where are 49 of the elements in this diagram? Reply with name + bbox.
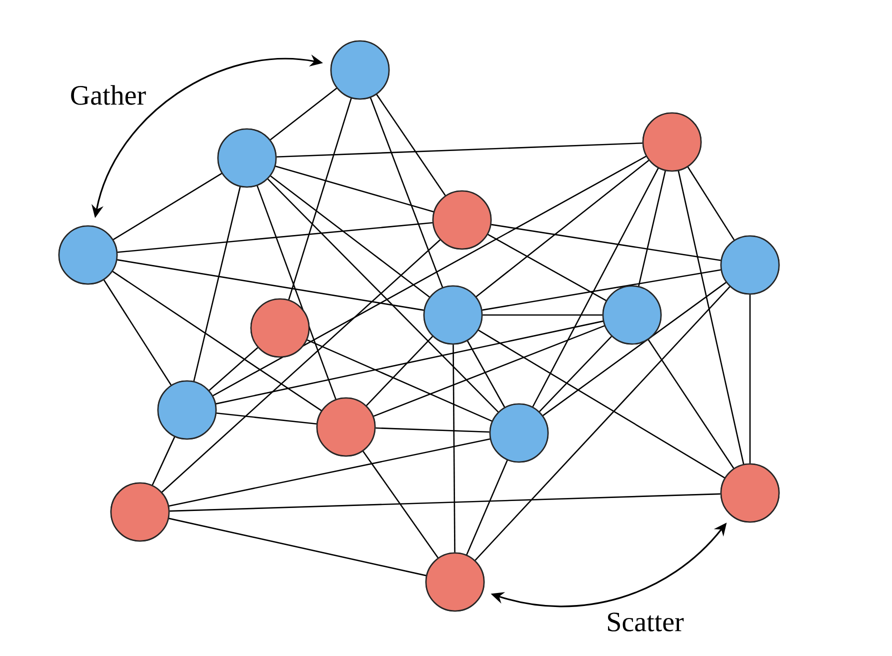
edge-line <box>276 142 642 158</box>
edge-line <box>162 239 440 493</box>
edge-line <box>476 160 650 298</box>
edge-line <box>216 412 317 424</box>
edge-line <box>275 166 434 212</box>
edge-label: Scatter <box>608 612 684 632</box>
edge-line <box>212 156 646 396</box>
edge-line <box>366 336 433 406</box>
edge-line <box>376 427 490 433</box>
edge-line <box>193 186 241 382</box>
edge-line <box>687 166 735 240</box>
edge-line <box>270 175 430 298</box>
edge-line <box>474 286 730 561</box>
edge-line <box>270 88 338 140</box>
edge-line <box>362 450 438 558</box>
edge-line <box>267 178 499 412</box>
edge-label: Gather <box>71 85 146 105</box>
edge-line <box>638 170 666 286</box>
edge-line <box>117 222 433 253</box>
edge-line <box>488 234 606 302</box>
edge-line <box>112 270 322 412</box>
edge-line <box>168 438 490 507</box>
edge-line <box>103 280 172 386</box>
edge-line <box>373 325 605 417</box>
edge-line <box>170 493 720 512</box>
edge-line <box>678 170 744 464</box>
edge-line <box>112 172 222 240</box>
edge-line <box>532 168 659 408</box>
edge-line <box>117 259 424 311</box>
edge-line <box>168 518 426 576</box>
edge-line <box>478 330 725 478</box>
edge-line <box>152 436 176 486</box>
edge-line <box>466 340 506 408</box>
edge-line <box>482 314 602 316</box>
edge-line <box>542 282 726 416</box>
edge-line <box>208 347 258 391</box>
edge-line <box>216 320 604 404</box>
edge-line <box>491 224 721 262</box>
edge-line <box>749 294 751 464</box>
edge-line <box>482 269 721 311</box>
edge-line <box>256 186 336 400</box>
edge-line <box>466 460 508 556</box>
edge-line <box>376 94 446 196</box>
edge-line <box>648 339 734 469</box>
edge-line <box>539 336 612 412</box>
edge-line <box>452 344 456 552</box>
edge-line <box>288 98 352 300</box>
edge-line <box>370 97 444 288</box>
edge-line <box>306 339 492 422</box>
